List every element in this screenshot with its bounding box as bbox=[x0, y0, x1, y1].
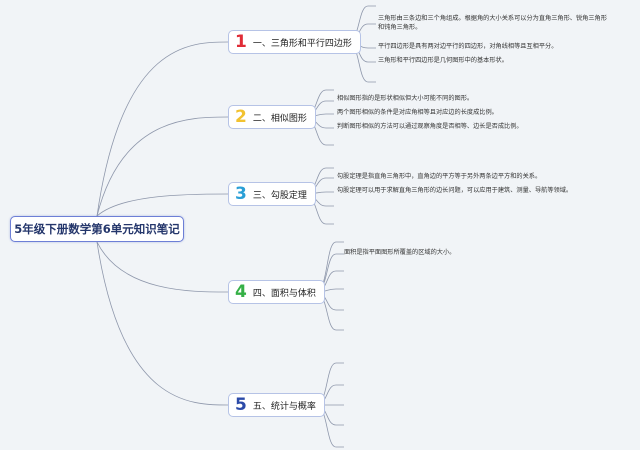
topic-label: 三、勾股定理 bbox=[252, 190, 307, 201]
topic-label: 一、三角形和平行四边形 bbox=[252, 38, 352, 49]
note-1-2: 平行四边形是具有两对边平行的四边形，对角线相等且互相平分。 bbox=[378, 43, 558, 50]
topic-number: 5 bbox=[235, 394, 247, 415]
topic-number: 4 bbox=[235, 281, 247, 302]
topic-node-4[interactable]: 4 四、面积与体积 bbox=[228, 280, 325, 304]
topic-number: 2 bbox=[235, 106, 247, 127]
note-3-2: 勾股定理可以用于求解直角三角形的边长问题，可以应用于建筑、测量、导航等领域。 bbox=[337, 187, 573, 194]
topic-node-2[interactable]: 2 二、相似图形 bbox=[228, 105, 316, 129]
topic-label: 四、面积与体积 bbox=[252, 288, 316, 299]
root-to-topic-link bbox=[96, 193, 229, 217]
note-2-1: 相似图形指的是形状相似但大小可能不同的图形。 bbox=[337, 95, 474, 102]
note-3-1: 勾股定理是指直角三角形中，直角边的平方等于另外两条边平方和的关系。 bbox=[337, 173, 542, 180]
root-to-topic-link bbox=[96, 241, 229, 406]
note-2-3: 判断图形相似的方法可以通过观察角度是否相等、边长是否成比例。 bbox=[337, 123, 523, 130]
root-label: 5年级下册数学第6单元知识笔记 bbox=[14, 222, 180, 236]
topic-label: 五、统计与概率 bbox=[252, 401, 316, 412]
topic-label: 二、相似图形 bbox=[252, 113, 307, 124]
root-to-topic-link bbox=[96, 41, 229, 217]
note-1-1: 三角形由三条边和三个角组成。根据角的大小关系可以分为直角三角形、锐角三角形和钝角… bbox=[378, 15, 607, 31]
note-2-2: 两个图形相似的条件是对应角相等且对应边的长度成比例。 bbox=[337, 109, 498, 116]
root-to-topic-link bbox=[96, 116, 229, 217]
root-to-topic-link bbox=[96, 241, 229, 293]
topic-node-1[interactable]: 1 一、三角形和平行四边形 bbox=[228, 30, 361, 54]
note-1-3: 三角形和平行四边形是几何图形中的基本形状。 bbox=[378, 57, 508, 64]
root-node[interactable]: 5年级下册数学第6单元知识笔记 bbox=[10, 216, 184, 242]
topic-node-3[interactable]: 3 三、勾股定理 bbox=[228, 182, 316, 206]
topic-number: 3 bbox=[235, 183, 247, 204]
note-4-1: 面积是指平面图形所覆盖的区域的大小。 bbox=[344, 249, 456, 256]
topic-number: 1 bbox=[235, 31, 247, 52]
topic-node-5[interactable]: 5 五、统计与概率 bbox=[228, 393, 325, 417]
